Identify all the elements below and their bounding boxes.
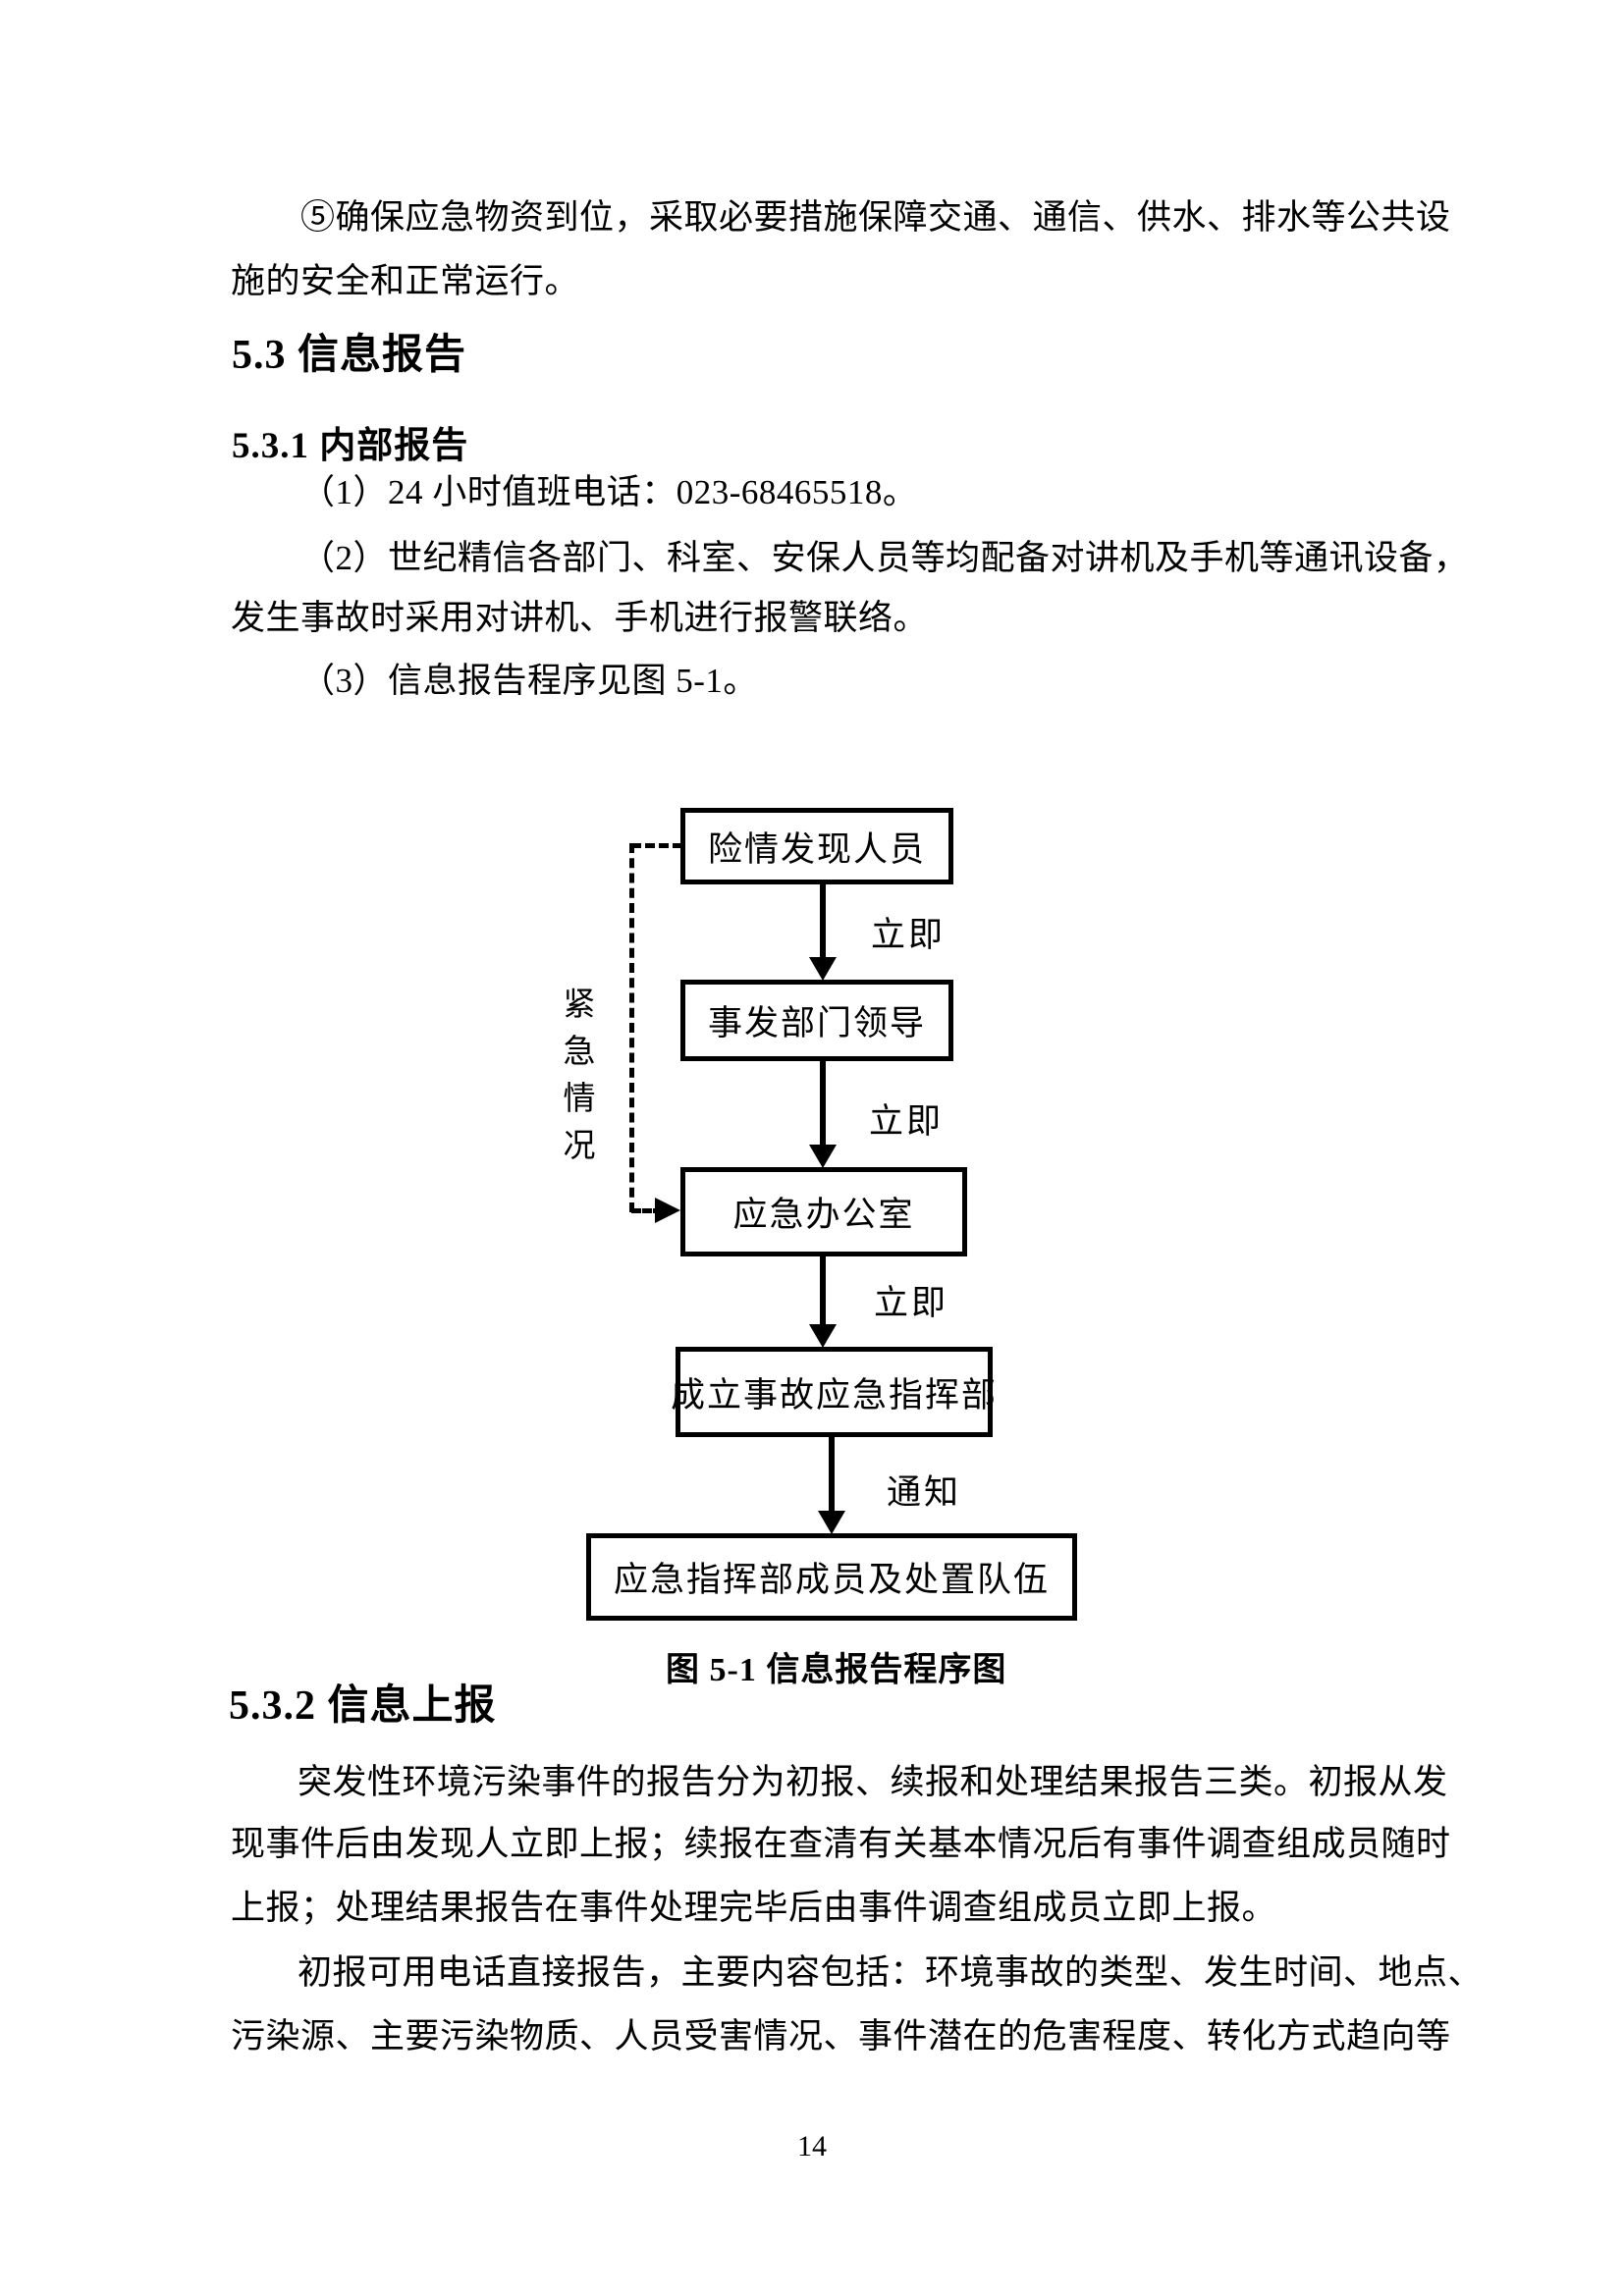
intro-line-1: ⑤确保应急物资到位，采取必要措施保障交通、通信、供水、排水等公共设	[300, 198, 1451, 237]
flow-arrow-3-icon	[809, 1255, 837, 1348]
edge-label-immediately-1: 立即	[871, 916, 947, 954]
item-2-line-1: （2）世纪精信各部门、科室、安保人员等均配备对讲机及手机等通讯设备，	[300, 539, 1469, 577]
dashed-connector-top-segment	[631, 843, 682, 848]
edge-label-notify: 通知	[887, 1473, 962, 1512]
figure-caption: 图 5-1 信息报告程序图	[666, 1652, 1007, 1688]
flow-node-emergency-office: 应急办公室	[680, 1167, 967, 1256]
flow-arrow-1-icon	[809, 883, 837, 981]
para2-line-2: 现事件后由发现人立即上报；续报在查清有关基本情况后有事件调查组成员随时	[231, 1825, 1451, 1863]
page-number: 14	[797, 2130, 827, 2163]
dashed-connector-vertical-segment	[629, 843, 634, 1212]
heading-5-3: 5.3 信息报告	[232, 333, 467, 378]
heading-5-3-1: 5.3.1 内部报告	[232, 426, 469, 466]
item-3-line: （3）信息报告程序见图 5-1。	[300, 662, 758, 700]
para2-line-5: 污染源、主要污染物质、人员受害情况、事件潜在的危害程度、转化方式趋向等	[231, 2017, 1451, 2056]
dashed-connector-bottom-segment	[631, 1208, 663, 1213]
flowchart-side-label: 紧急情况	[563, 988, 596, 1164]
heading-5-3-2: 5.3.2 信息上报	[229, 1683, 497, 1729]
flow-arrow-2-icon	[809, 1060, 837, 1168]
para2-line-4: 初报可用电话直接报告，主要内容包括：环境事故的类型、发生时间、地点、	[298, 1953, 1484, 1992]
para2-line-1: 突发性环境污染事件的报告分为初报、续报和处理结果报告三类。初报从发	[298, 1763, 1448, 1801]
item-2-line-2: 发生事故时采用对讲机、手机进行报警联络。	[231, 599, 929, 637]
dashed-connector-arrowhead-icon	[655, 1198, 680, 1223]
flow-node-members-teams: 应急指挥部成员及处置队伍	[586, 1533, 1077, 1621]
flow-node-department-leader: 事发部门领导	[680, 980, 953, 1061]
edge-label-immediately-3: 立即	[874, 1284, 949, 1322]
para2-line-3: 上报；处理结果报告在事件处理完毕后由事件调查组成员立即上报。	[231, 1889, 1277, 1927]
flow-node-command-center: 成立事故应急指挥部	[671, 1347, 996, 1437]
item-1-line: （1）24 小时值班电话：023-68465518。	[300, 473, 918, 511]
flow-arrow-4-icon	[818, 1436, 845, 1534]
intro-line-2: 施的安全和正常运行。	[231, 262, 580, 300]
flow-node-danger-discoverer: 险情发现人员	[680, 808, 953, 884]
edge-label-immediately-2: 立即	[869, 1102, 945, 1141]
